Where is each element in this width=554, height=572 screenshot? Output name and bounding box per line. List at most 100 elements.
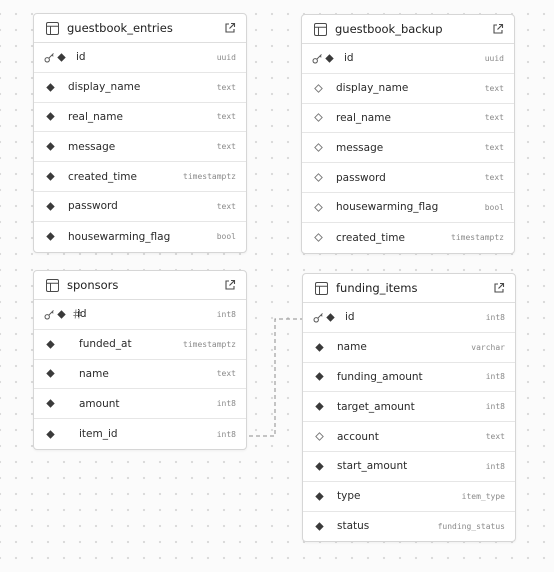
column-type: text: [484, 83, 504, 93]
column-icons: [44, 82, 68, 92]
table-icon: [314, 22, 327, 36]
column-row-id[interactable]: id int8: [303, 303, 515, 333]
column-type: int8: [485, 461, 505, 471]
column-row-account[interactable]: account text: [303, 422, 515, 452]
identity-hash-icon: [73, 309, 82, 319]
nullable-diamond-icon: [314, 113, 323, 123]
not-null-diamond-icon: [315, 372, 324, 382]
column-icons: [313, 402, 337, 411]
primary-key-icon: [313, 312, 324, 323]
column-name: id: [76, 51, 86, 64]
column-name: funded_at: [79, 338, 132, 351]
table-title: sponsors: [67, 278, 119, 292]
not-null-diamond-icon: [46, 232, 55, 241]
column-name: message: [68, 140, 116, 153]
column-type: text: [216, 201, 236, 211]
column-icons: [313, 491, 337, 501]
column-type: varchar: [471, 342, 505, 352]
not-null-diamond-icon: [46, 172, 55, 181]
not-null-diamond-icon: [46, 429, 55, 439]
column-type: text: [216, 112, 236, 122]
column-icons: [312, 233, 336, 243]
table-title: guestbook_entries: [67, 21, 173, 35]
not-null-diamond-icon: [315, 402, 324, 411]
column-icons: [313, 522, 337, 531]
column-type: text: [216, 369, 236, 379]
not-null-diamond-icon: [325, 54, 334, 63]
column-row-name[interactable]: name varchar: [303, 333, 515, 363]
external-link-icon[interactable]: [491, 280, 507, 296]
column-icons: [44, 369, 79, 379]
column-icons: [312, 53, 334, 64]
column-type: text: [485, 432, 505, 442]
not-null-diamond-icon: [46, 112, 55, 122]
not-null-diamond-icon: [315, 462, 324, 471]
column-type: int8: [216, 309, 236, 319]
external-link-icon[interactable]: [222, 277, 238, 293]
external-link-icon[interactable]: [490, 21, 506, 37]
column-icons: [312, 113, 336, 123]
column-icons: [312, 143, 336, 153]
column-icons: [312, 203, 336, 212]
nullable-diamond-icon: [315, 432, 324, 441]
not-null-diamond-icon: [46, 339, 55, 349]
external-link-icon[interactable]: [222, 20, 238, 36]
column-icons: [44, 172, 68, 181]
column-row-status[interactable]: status funding_status: [303, 512, 515, 542]
nullable-diamond-icon: [314, 233, 323, 243]
table-icon: [46, 21, 59, 35]
table-header: sponsors: [34, 271, 246, 300]
column-name: id: [345, 311, 355, 324]
column-type: bool: [484, 202, 504, 212]
table-icon: [315, 281, 328, 295]
nullable-diamond-icon: [314, 143, 323, 153]
table-header: guestbook_backup: [302, 15, 514, 44]
column-name: account: [337, 430, 379, 443]
table-title: guestbook_backup: [335, 22, 443, 36]
column-type: text: [484, 143, 504, 153]
column-row-id[interactable]: id uuid: [34, 43, 246, 73]
column-type: int8: [485, 312, 505, 322]
column-name: name: [337, 341, 367, 354]
column-icons: [44, 429, 79, 439]
column-type: uuid: [216, 52, 236, 62]
column-type: funding_status: [437, 521, 505, 531]
column-icons: [44, 202, 68, 211]
column-name: status: [337, 520, 370, 533]
column-type: text: [216, 82, 236, 92]
column-icons: [313, 432, 337, 441]
not-null-diamond-icon: [315, 342, 324, 352]
column-type: bool: [216, 232, 236, 242]
not-null-diamond-icon: [46, 202, 55, 211]
primary-key-icon: [44, 52, 55, 63]
column-type: text: [484, 173, 504, 183]
column-type: uuid: [484, 53, 504, 63]
column-icons: [44, 399, 79, 408]
